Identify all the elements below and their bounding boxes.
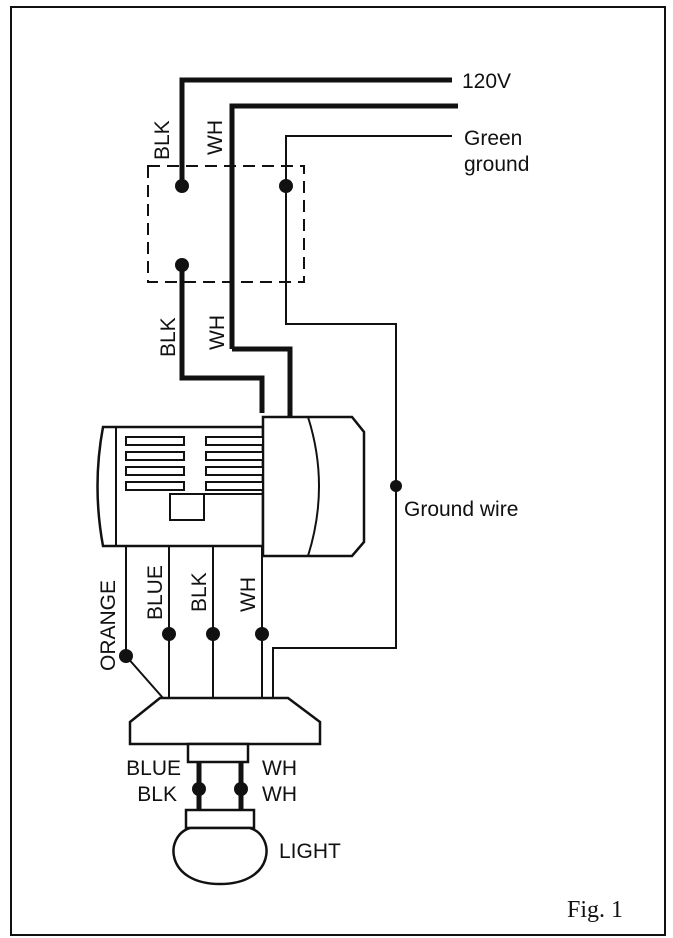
label-white-top: WH — [204, 120, 227, 155]
junction-dot — [390, 480, 402, 492]
vent-slot — [205, 481, 264, 491]
junction-dot — [279, 179, 293, 193]
motor-housing-contour — [307, 416, 320, 557]
label-white-mid: WH — [206, 315, 229, 350]
label-ground: ground — [464, 153, 529, 176]
figure-caption: Fig. 1 — [567, 897, 623, 923]
label-orange: ORANGE — [97, 580, 120, 671]
junction-dot — [175, 179, 189, 193]
label-light-white-1: WH — [262, 757, 297, 780]
label-light-white-2: WH — [262, 783, 297, 806]
label-blue: BLUE — [144, 565, 167, 620]
vent-slot — [125, 451, 185, 461]
junction-dot — [255, 627, 269, 641]
label-black-lower: BLK — [188, 572, 211, 612]
label-120v: 120V — [462, 70, 511, 93]
figure-frame — [10, 6, 666, 936]
vent-slot — [205, 436, 264, 446]
label-black-mid: BLK — [157, 317, 180, 357]
label-light: LIGHT — [279, 840, 341, 863]
junction-dot — [192, 782, 206, 796]
bulb-base — [184, 808, 256, 830]
switch-housing — [169, 493, 205, 521]
label-white-lower: WH — [237, 577, 260, 612]
junction-box — [147, 165, 305, 283]
supply-white-wire — [229, 103, 458, 349]
vent-slot — [125, 481, 185, 491]
label-black-top: BLK — [151, 120, 174, 160]
junction-dot — [175, 258, 189, 272]
label-light-blue: BLUE — [126, 757, 181, 780]
label-light-black: BLK — [137, 783, 177, 806]
vent-slot — [205, 466, 264, 476]
junction-dot — [234, 782, 248, 796]
switched-black-wire — [179, 265, 265, 413]
junction-dot — [162, 627, 176, 641]
label-green: Green — [464, 127, 522, 150]
supply-black-wire — [179, 77, 452, 186]
switch-housing-base — [128, 696, 322, 746]
white-to-motor-wire — [232, 346, 293, 417]
light-socket — [186, 742, 250, 764]
label-ground-wire: Ground wire — [404, 498, 518, 521]
junction-dot — [119, 649, 133, 663]
light-bulb — [172, 826, 268, 886]
junction-dot — [206, 627, 220, 641]
vent-slot — [125, 436, 185, 446]
supply-ground-wire — [285, 135, 452, 186]
vent-slot — [125, 466, 185, 476]
vent-slot — [205, 451, 264, 461]
